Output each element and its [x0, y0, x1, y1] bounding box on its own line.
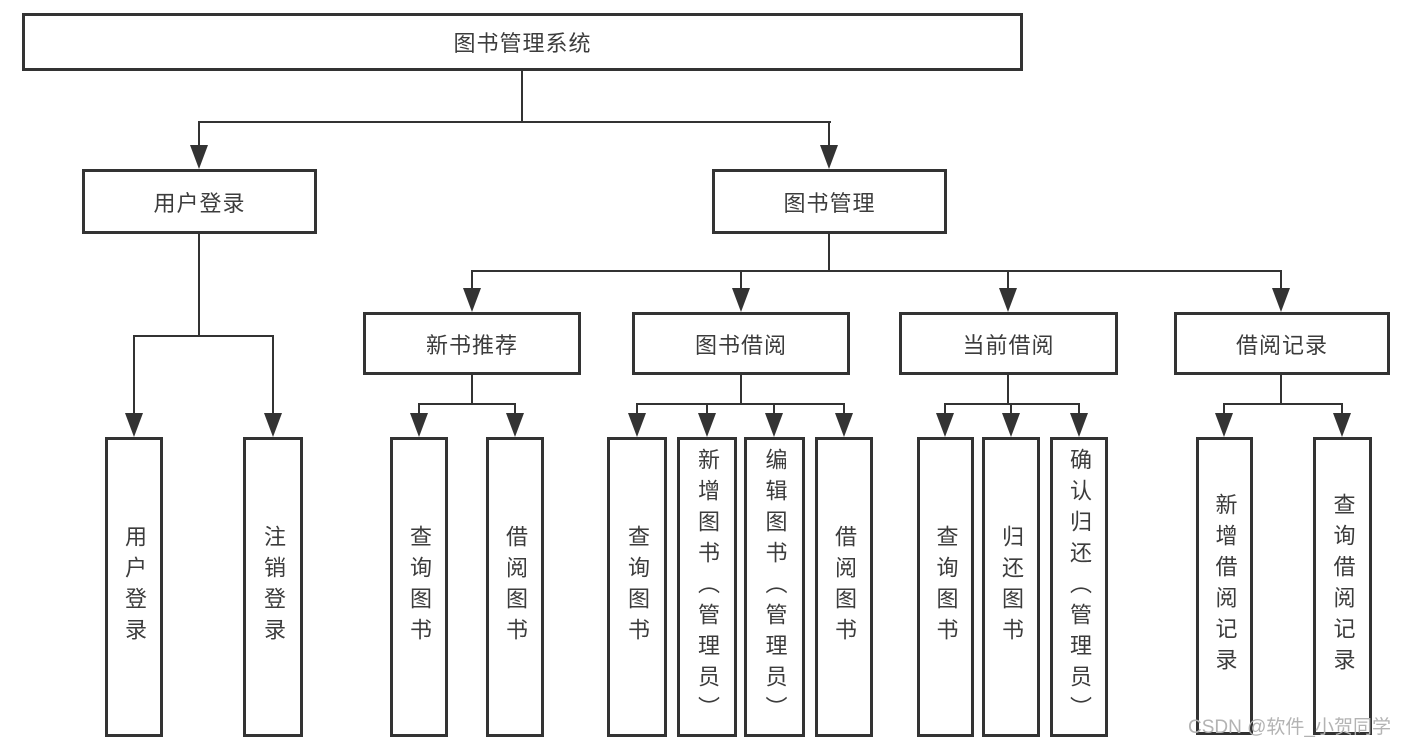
- node-label: 新增图书（管理员）: [695, 447, 720, 727]
- connector-stem: [706, 403, 708, 416]
- arrowhead-down-icon: [999, 288, 1017, 312]
- leaf-add-book-admin: 新增图书（管理员）: [677, 437, 737, 737]
- node-label: 编辑图书（管理员）: [762, 447, 788, 727]
- node-label: 借阅图书: [832, 525, 857, 649]
- connector-stem: [1007, 270, 1009, 292]
- node-label: 查询借阅记录: [1330, 493, 1356, 679]
- connector-stem: [843, 403, 845, 416]
- arrowhead-down-icon: [732, 288, 750, 312]
- node-book-management: 图书管理: [712, 169, 947, 234]
- leaf-logout: 注销登录: [243, 437, 303, 737]
- leaf-query-books-borrowing: 查询图书: [607, 437, 667, 737]
- node-label: 归还图书: [999, 525, 1024, 649]
- connector-hline: [133, 335, 274, 337]
- arrowhead-down-icon: [410, 413, 428, 437]
- watermark-text: CSDN @软件_小贺同学: [1188, 717, 1391, 738]
- leaf-user-login: 用户登录: [105, 437, 163, 737]
- node-user-login: 用户登录: [82, 169, 317, 234]
- connector-stem: [773, 403, 775, 416]
- connector-stem: [133, 335, 135, 417]
- arrowhead-down-icon: [264, 413, 282, 437]
- arrowhead-down-icon: [1333, 413, 1351, 437]
- arrowhead-down-icon: [628, 413, 646, 437]
- node-label: 新增借阅记录: [1212, 493, 1238, 679]
- connector-stem: [636, 403, 638, 416]
- connector-vline: [521, 70, 523, 123]
- connector-vline: [740, 375, 742, 405]
- connector-vline: [828, 234, 830, 272]
- node-library-management-system: 图书管理系统: [22, 13, 1023, 71]
- node-label: 查询图书: [933, 525, 959, 649]
- connector-stem: [944, 403, 946, 416]
- connector-vline: [471, 375, 473, 405]
- connector-stem: [1280, 270, 1282, 292]
- connector-stem: [471, 270, 473, 292]
- arrowhead-down-icon: [125, 413, 143, 437]
- arrowhead-down-icon: [190, 145, 208, 169]
- node-label: 新书推荐: [425, 332, 518, 358]
- node-label: 注销登录: [261, 525, 286, 649]
- arrowhead-down-icon: [1272, 288, 1290, 312]
- arrowhead-down-icon: [1002, 413, 1020, 437]
- node-book-borrowing: 图书借阅: [632, 312, 850, 375]
- node-label: 查询图书: [625, 525, 650, 649]
- node-label: 用户登录: [122, 525, 147, 649]
- leaf-query-books-current: 查询图书: [917, 437, 974, 737]
- node-label: 图书管理系统: [453, 31, 592, 56]
- connector-hline: [636, 403, 845, 405]
- arrowhead-down-icon: [463, 288, 481, 312]
- node-new-book-recommend: 新书推荐: [363, 312, 581, 375]
- arrowhead-down-icon: [936, 413, 954, 437]
- arrowhead-down-icon: [506, 413, 524, 437]
- node-label: 图书借阅: [694, 332, 787, 358]
- node-label: 查询图书: [407, 525, 432, 649]
- connector-hline: [471, 270, 1282, 272]
- connector-vline: [198, 234, 200, 337]
- connector-stem: [1341, 403, 1343, 416]
- arrowhead-down-icon: [835, 413, 853, 437]
- connector-hline: [198, 121, 831, 123]
- arrowhead-down-icon: [698, 413, 716, 437]
- connector-hline: [944, 403, 1080, 405]
- node-label: 当前借阅: [962, 332, 1055, 358]
- connector-stem: [1010, 403, 1012, 416]
- connector-stem: [514, 403, 516, 416]
- node-label: 图书管理: [783, 190, 876, 216]
- leaf-add-borrow-record: 新增借阅记录: [1196, 437, 1253, 735]
- arrowhead-down-icon: [765, 413, 783, 437]
- connector-stem: [198, 121, 200, 149]
- node-label: 借阅记录: [1235, 332, 1328, 358]
- arrowhead-down-icon: [820, 145, 838, 169]
- node-label: 确认归还（管理员）: [1067, 447, 1092, 727]
- arrowhead-down-icon: [1215, 413, 1233, 437]
- connector-hline: [1223, 403, 1343, 405]
- connector-stem: [272, 335, 274, 417]
- leaf-edit-book-admin: 编辑图书（管理员）: [744, 437, 805, 737]
- leaf-query-borrow-record: 查询借阅记录: [1313, 437, 1372, 735]
- connector-vline: [1007, 375, 1009, 405]
- leaf-confirm-return-admin: 确认归还（管理员）: [1050, 437, 1108, 737]
- leaf-borrow-books-borrowing: 借阅图书: [815, 437, 873, 737]
- node-label: 用户登录: [153, 190, 246, 216]
- node-label: 借阅图书: [503, 525, 528, 649]
- node-borrowing-records: 借阅记录: [1174, 312, 1390, 375]
- leaf-query-books-recommend: 查询图书: [390, 437, 448, 737]
- leaf-borrow-books-recommend: 借阅图书: [486, 437, 544, 737]
- connector-vline: [1280, 375, 1282, 405]
- connector-stem: [1223, 403, 1225, 416]
- connector-stem: [1078, 403, 1080, 416]
- connector-stem: [740, 270, 742, 292]
- arrowhead-down-icon: [1070, 413, 1088, 437]
- connector-stem: [828, 121, 830, 149]
- connector-stem: [418, 403, 420, 416]
- node-current-borrowing: 当前借阅: [899, 312, 1118, 375]
- leaf-return-books: 归还图书: [982, 437, 1040, 737]
- connector-hline: [418, 403, 516, 405]
